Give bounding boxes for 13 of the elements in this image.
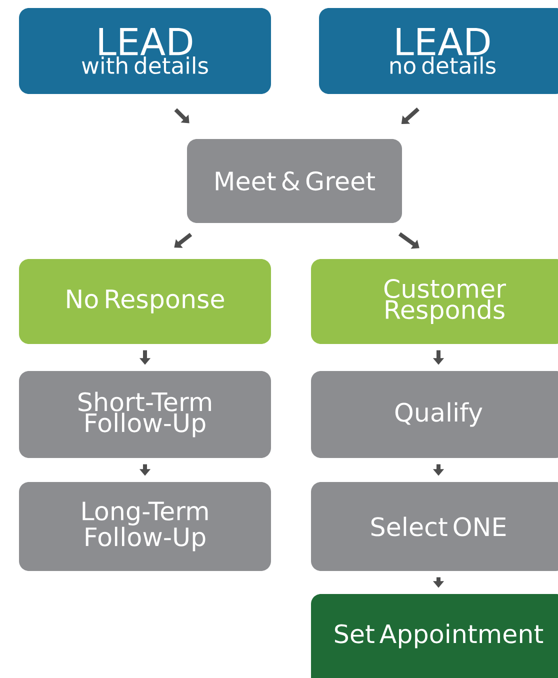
process-box: Short-Term Follow-Up xyxy=(19,371,271,458)
outcome-box: No Response xyxy=(19,259,271,344)
arrow xyxy=(174,232,192,248)
arrow xyxy=(398,232,420,249)
lead-box: LEAD with details xyxy=(19,8,271,94)
process-box: Select ONE xyxy=(311,482,558,571)
process-box: Meet & Greet xyxy=(187,139,402,223)
arrow xyxy=(174,108,190,124)
goal-box: Set Appointment xyxy=(311,594,558,678)
process-box: Qualify xyxy=(311,371,558,458)
process-box: Long-Term Follow-Up xyxy=(19,482,271,571)
outcome-box: Customer Responds xyxy=(311,259,558,344)
lead-box: LEAD no details xyxy=(319,8,558,94)
